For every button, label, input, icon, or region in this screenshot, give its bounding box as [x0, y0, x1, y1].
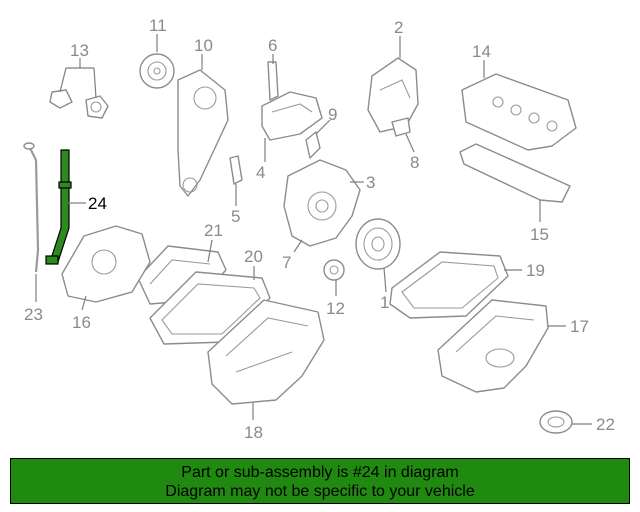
part-22-oil-filter[interactable] — [539, 410, 573, 434]
part-6-bracket[interactable] — [267, 61, 279, 101]
leader-lines — [35, 34, 592, 425]
callout-9: 9 — [328, 105, 337, 124]
part-19-oil-pan-gasket[interactable] — [389, 251, 509, 319]
callout-20: 20 — [244, 247, 263, 266]
callout-12: 12 — [326, 299, 345, 318]
part-12-crankshaft-gear[interactable] — [323, 259, 345, 281]
part-4-timing-cover-upper[interactable] — [261, 91, 323, 141]
part-18-crankcase[interactable] — [207, 299, 325, 405]
part-15-valve-cover-gasket[interactable] — [459, 143, 571, 203]
callout-5: 5 — [231, 207, 240, 226]
callout-18: 18 — [244, 423, 263, 442]
callout-7: 7 — [282, 253, 291, 272]
info-banner: Part or sub-assembly is #24 in diagram D… — [10, 458, 630, 504]
callout-14: 14 — [472, 42, 491, 61]
banner-line-2: Diagram may not be specific to your vehi… — [165, 483, 475, 500]
callout-24: 24 — [88, 194, 107, 213]
callout-4: 4 — [256, 163, 265, 182]
part-24-dipstick-tube[interactable] — [45, 149, 72, 265]
callout-11: 11 — [149, 16, 167, 35]
callout-17: 17 — [570, 317, 589, 336]
part-17-oil-pan[interactable] — [437, 299, 549, 393]
part-2-timing-belt-cover[interactable] — [367, 57, 419, 133]
part-8-cover-bolt[interactable] — [391, 117, 411, 137]
parts-diagram: 11 10 13 6 4 9 5 2 8 14 15 3 7 1 12 19 1… — [23, 16, 615, 442]
callout-10: 10 — [194, 36, 213, 55]
part-13-thermostat-housing[interactable] — [49, 89, 109, 119]
part-14-valve-cover[interactable] — [461, 73, 577, 151]
callout-21: 21 — [204, 221, 223, 240]
callout-labels: 11 10 13 6 4 9 5 2 8 14 15 3 7 1 12 19 1… — [24, 16, 615, 442]
callout-6: 6 — [268, 36, 277, 55]
callout-19: 19 — [526, 261, 545, 280]
part-5-sensor[interactable] — [229, 155, 243, 185]
part-11-cam-pulley[interactable] — [139, 53, 175, 89]
callout-15: 15 — [530, 225, 549, 244]
callout-23: 23 — [24, 305, 43, 324]
part-10-timing-belt[interactable] — [177, 69, 229, 197]
callout-22: 22 — [596, 415, 615, 434]
part-16-oil-pump[interactable] — [61, 225, 151, 303]
part-9-bolt[interactable] — [305, 131, 321, 159]
callout-16: 16 — [72, 313, 91, 332]
callout-1: 1 — [380, 293, 389, 312]
callout-8: 8 — [410, 153, 419, 172]
callout-13: 13 — [70, 41, 89, 60]
part-3-timing-cover-lower[interactable] — [283, 159, 361, 247]
part-23-dipstick[interactable] — [23, 142, 40, 273]
part-1-crankshaft-pulley[interactable] — [355, 218, 401, 270]
callout-2: 2 — [394, 18, 403, 37]
banner-line-1: Part or sub-assembly is #24 in diagram — [181, 464, 459, 481]
callout-3: 3 — [366, 173, 375, 192]
